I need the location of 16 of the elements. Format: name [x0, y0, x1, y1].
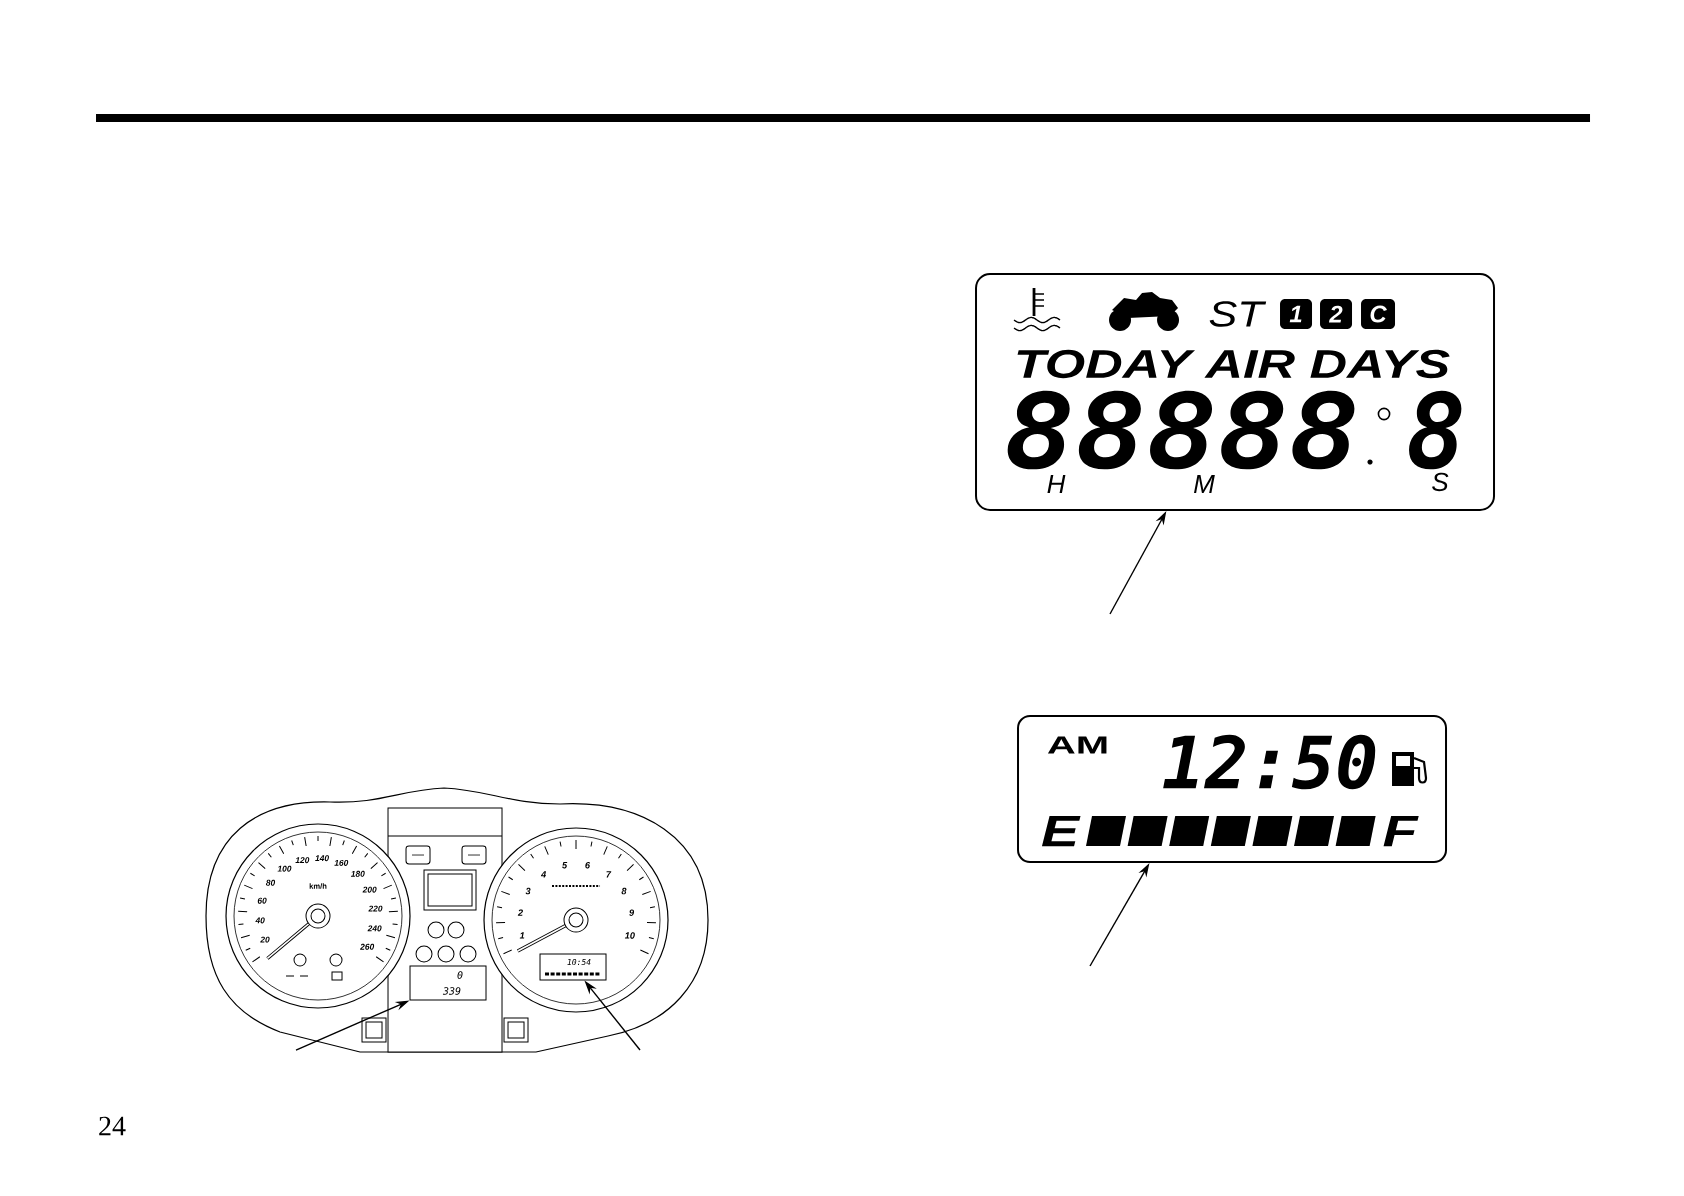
indicator-badge: 1: [1280, 299, 1312, 329]
unit-letter: M: [1194, 475, 1215, 493]
indicator-badge: 2: [1320, 299, 1352, 329]
instrument-cluster: [205, 787, 709, 1053]
indicator-badge: C: [1361, 299, 1395, 329]
clock-readout: 12:50: [1163, 734, 1376, 790]
display-label: ST: [1209, 301, 1267, 327]
gauge-letter: F: [1383, 815, 1419, 847]
digit-readout: 8: [1409, 390, 1462, 470]
gauge-letter: E: [1041, 815, 1081, 847]
unit-letter: H: [1047, 475, 1066, 493]
display-label: AM: [1047, 736, 1107, 754]
digit-readout: 88888: [1007, 390, 1355, 470]
unit-letter: S: [1432, 472, 1449, 492]
display-label: TODAY AIR DAYS: [1017, 349, 1450, 379]
page-number: 24: [99, 1116, 126, 1136]
